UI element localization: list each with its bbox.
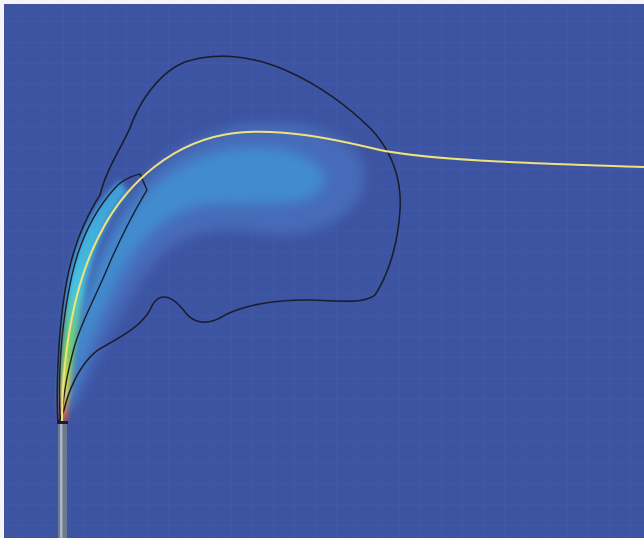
plume-cloud-mid <box>64 147 325 406</box>
stack-cap <box>57 421 68 424</box>
inner-concentration-contour <box>58 173 148 419</box>
plume-centerline <box>61 130 644 425</box>
stack-highlight <box>60 423 63 538</box>
outer-concentration-contour <box>56 55 402 425</box>
